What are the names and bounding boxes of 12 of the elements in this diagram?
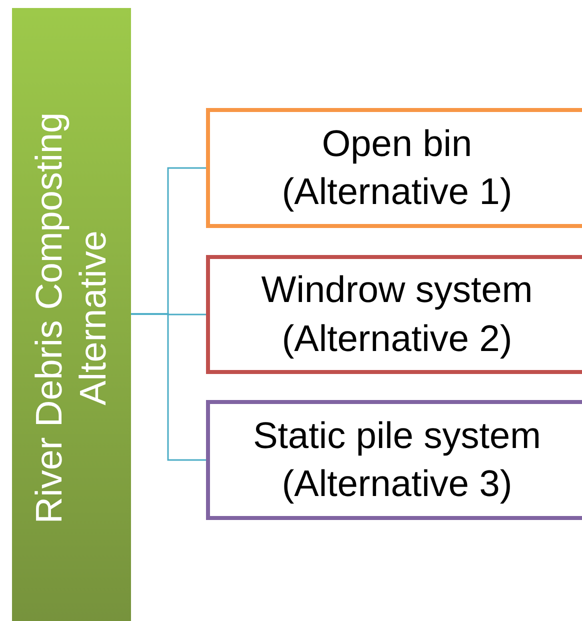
alternative-name: Open bin bbox=[322, 122, 472, 166]
alternative-box bbox=[206, 255, 582, 374]
category-title: River Debris Composting Alternative bbox=[27, 111, 114, 526]
alternative-number: (Alternative 1) bbox=[282, 170, 512, 214]
alternative-number: (Alternative 2) bbox=[282, 316, 512, 361]
category-bar bbox=[12, 8, 131, 621]
alternative-number: (Alternative 3) bbox=[282, 462, 512, 506]
connector-line bbox=[131, 313, 206, 461]
alternative-name: Static pile system bbox=[253, 414, 541, 458]
alternative-box bbox=[206, 400, 582, 520]
alternative-name: Windrow system bbox=[261, 268, 533, 312]
alternative-box bbox=[206, 108, 582, 228]
